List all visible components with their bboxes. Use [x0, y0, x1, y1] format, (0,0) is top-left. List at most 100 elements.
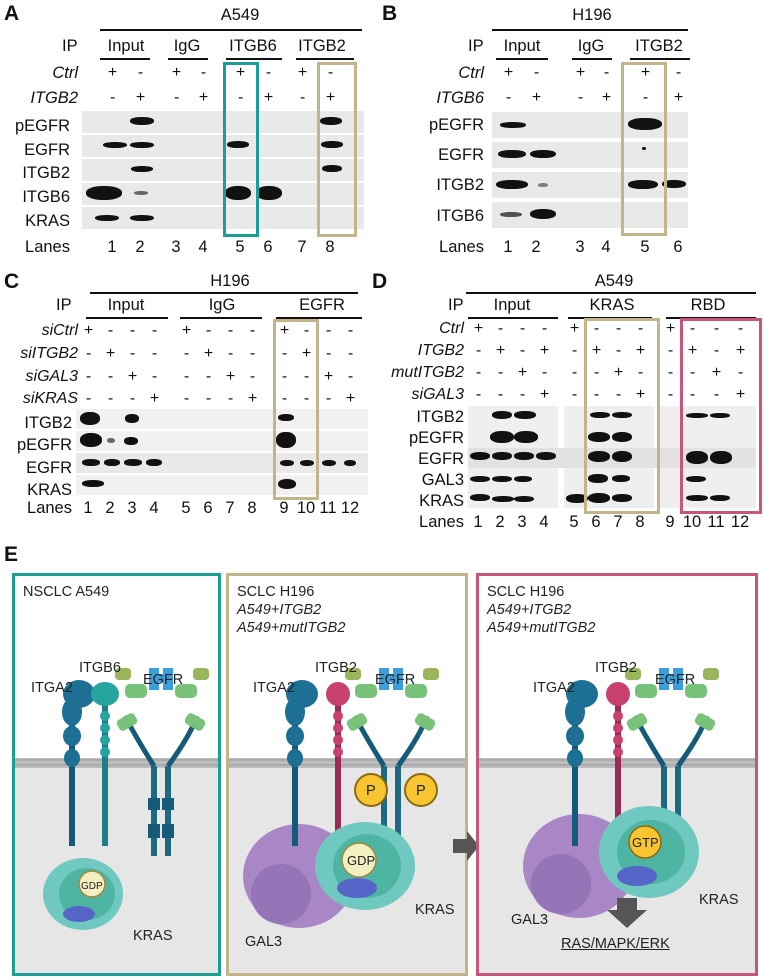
condition-sign: -: [249, 368, 256, 385]
condition-sign: -: [713, 320, 720, 337]
cell-line-c: H196: [210, 272, 250, 290]
blot-label: EGFR: [26, 459, 72, 477]
group-itgb2-b: ITGB2: [635, 37, 683, 55]
schematic-box-sclc-gtp: SCLC H196 A549+ITGB2 A549+mutITGB2 ITGA2…: [476, 573, 758, 976]
blot-band: [278, 479, 296, 489]
lane-number: 6: [263, 238, 273, 256]
cell-line-b: H196: [572, 6, 612, 24]
condition-sign: +: [635, 342, 646, 359]
label-itgb2: ITGB2: [595, 660, 637, 676]
label-kras: KRAS: [133, 928, 173, 944]
condition-sign: +: [569, 320, 580, 337]
lane-number: 1: [503, 238, 513, 256]
condition-sign: -: [615, 342, 622, 359]
condition-sign: -: [151, 345, 158, 362]
condition-sign: -: [475, 364, 482, 381]
condition-sign: -: [303, 390, 310, 407]
condition-sign: -: [615, 320, 622, 337]
box-title: SCLC H196: [237, 584, 315, 600]
condition-sign: -: [571, 364, 578, 381]
blot-band: [492, 476, 512, 482]
blot-label: ITGB6: [22, 188, 70, 206]
lane-number: 2: [495, 513, 505, 531]
label-itga2: ITGA2: [31, 680, 73, 696]
condition-sign: -: [200, 64, 207, 81]
blot-band: [498, 150, 526, 158]
blot-band: [588, 451, 610, 462]
condition-sign: +: [107, 64, 118, 81]
condition-sign: -: [265, 64, 272, 81]
blot-band: [514, 476, 532, 482]
condition-sign: -: [737, 320, 744, 337]
label-gal3: GAL3: [245, 934, 283, 950]
condition-sign: -: [151, 368, 158, 385]
lane-number: 9: [665, 513, 675, 531]
blot-band: [500, 212, 522, 217]
blot-band: [492, 411, 512, 419]
cell-line-bar-a: [100, 29, 362, 31]
lane-number: 3: [171, 238, 181, 256]
blot-strip: [76, 409, 368, 429]
condition-sign: -: [249, 345, 256, 362]
condition-sign: -: [689, 364, 696, 381]
condition-sign: -: [281, 390, 288, 407]
blot-label: ITGB2: [22, 164, 70, 182]
blot-label: ITGB6: [436, 207, 484, 225]
blot-band: [300, 460, 314, 466]
label-p: P: [366, 783, 376, 799]
highlight-box-tan: [273, 319, 319, 500]
label-egfr: EGFR: [655, 672, 696, 688]
condition-sign: +: [531, 89, 542, 106]
blot-label: KRAS: [27, 481, 72, 499]
lane-number: 1: [83, 499, 93, 517]
condition-sign: -: [205, 322, 212, 339]
condition-sign: -: [173, 89, 180, 106]
condition-sign: -: [347, 322, 354, 339]
condition-sign: +: [735, 386, 746, 403]
blot-band: [612, 494, 632, 502]
blot-band: [321, 141, 343, 148]
condition-sign: +: [539, 342, 550, 359]
panel-letter-b: B: [382, 2, 398, 25]
highlight-box-tan: [584, 318, 660, 514]
lane-number: 7: [225, 499, 235, 517]
condition-itgb2-d: ITGB2: [417, 342, 464, 359]
blot-band: [686, 476, 706, 482]
lane-number: 7: [297, 238, 307, 256]
condition-sign: -: [227, 345, 234, 362]
label-p: P: [416, 783, 426, 799]
blot-band: [130, 142, 154, 148]
blot-band: [130, 117, 154, 125]
condition-sign: -: [227, 322, 234, 339]
blot-band: [628, 118, 662, 130]
condition-sign: +: [297, 64, 308, 81]
group-underline: [496, 58, 548, 60]
condition-sign: -: [183, 345, 190, 362]
condition-sign: -: [129, 322, 136, 339]
label-itga2: ITGA2: [253, 680, 295, 696]
condition-sign: -: [519, 320, 526, 337]
condition-sign: -: [85, 345, 92, 362]
condition-sign: +: [591, 342, 602, 359]
condition-sign: -: [281, 368, 288, 385]
condition-sign: +: [203, 345, 214, 362]
condition-sign: -: [497, 364, 504, 381]
condition-sign: -: [713, 342, 720, 359]
blot-band: [642, 147, 646, 150]
condition-siitgb2-c: siITGB2: [20, 345, 78, 362]
group-input-b: Input: [503, 37, 541, 55]
condition-sign: -: [107, 390, 114, 407]
condition-sign: -: [541, 364, 548, 381]
label-pathway: RAS/MAPK/ERK: [561, 936, 670, 952]
condition-sign: +: [673, 89, 684, 106]
lane-number: 11: [707, 513, 725, 531]
blot-band: [107, 438, 115, 443]
ip-label-c: IP: [56, 296, 72, 314]
blot-band: [492, 496, 514, 502]
lane-number: 4: [539, 513, 549, 531]
lanes-label-b: Lanes: [439, 238, 484, 256]
lane-number: 10: [296, 499, 316, 517]
lane-number: 11: [319, 499, 337, 517]
lane-number: 5: [181, 499, 191, 517]
box-title: A549+ITGB2: [237, 602, 322, 618]
